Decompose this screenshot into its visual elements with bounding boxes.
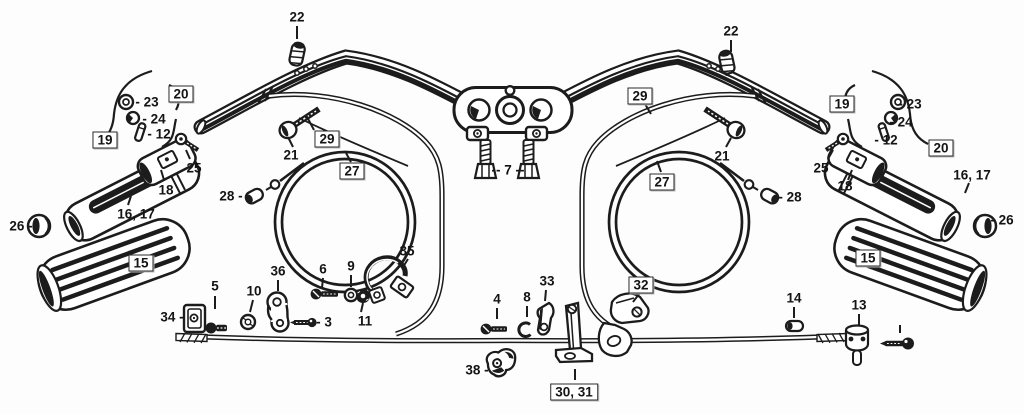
screw-unlabeled: [880, 337, 914, 350]
throttle-ferrule: [136, 138, 197, 187]
cable-assembly-left: [175, 91, 513, 344]
bracket-32: [597, 292, 650, 358]
grip-assembly-right: [819, 71, 996, 317]
bracket-30-31: [554, 301, 594, 364]
clamp-35: [363, 255, 415, 304]
clamp-bolt: [473, 139, 498, 180]
cable-assembly-right: [512, 94, 848, 343]
rubber-grip: [36, 217, 191, 312]
bracket-36: [266, 291, 290, 333]
nut-10: [239, 313, 257, 331]
group-brace: [168, 83, 180, 111]
bushing: [125, 110, 141, 126]
handlebar-left-half: [193, 49, 474, 135]
leader-lines: [127, 26, 970, 380]
grip-assembly-left: [26, 69, 201, 312]
washer-9: [343, 287, 359, 303]
handlebar-clamp: [452, 85, 574, 142]
clip-33: [536, 301, 555, 336]
bottom-right-hardware: [784, 319, 914, 366]
screw-4: [480, 323, 507, 335]
bottom-center-hardware: [480, 292, 650, 378]
screw-3: [290, 317, 317, 328]
bottom-left-hardware: [182, 255, 415, 334]
screw-5: [205, 322, 227, 334]
pin: [134, 122, 147, 142]
grub-screw-left: [288, 41, 306, 67]
screw-6: [310, 288, 338, 300]
nut-11: [356, 289, 370, 303]
set-screw: [174, 132, 200, 152]
plate-34: [182, 303, 207, 334]
ferrule-14: [784, 319, 805, 333]
washer: [117, 93, 135, 111]
clamp-bolt: [516, 138, 541, 180]
c-clip-8: [517, 321, 532, 338]
grip-end-cap: [26, 213, 52, 239]
clip-38: [485, 348, 517, 378]
adjuster-barrel-13: [844, 324, 870, 366]
group-brace: [161, 118, 178, 148]
